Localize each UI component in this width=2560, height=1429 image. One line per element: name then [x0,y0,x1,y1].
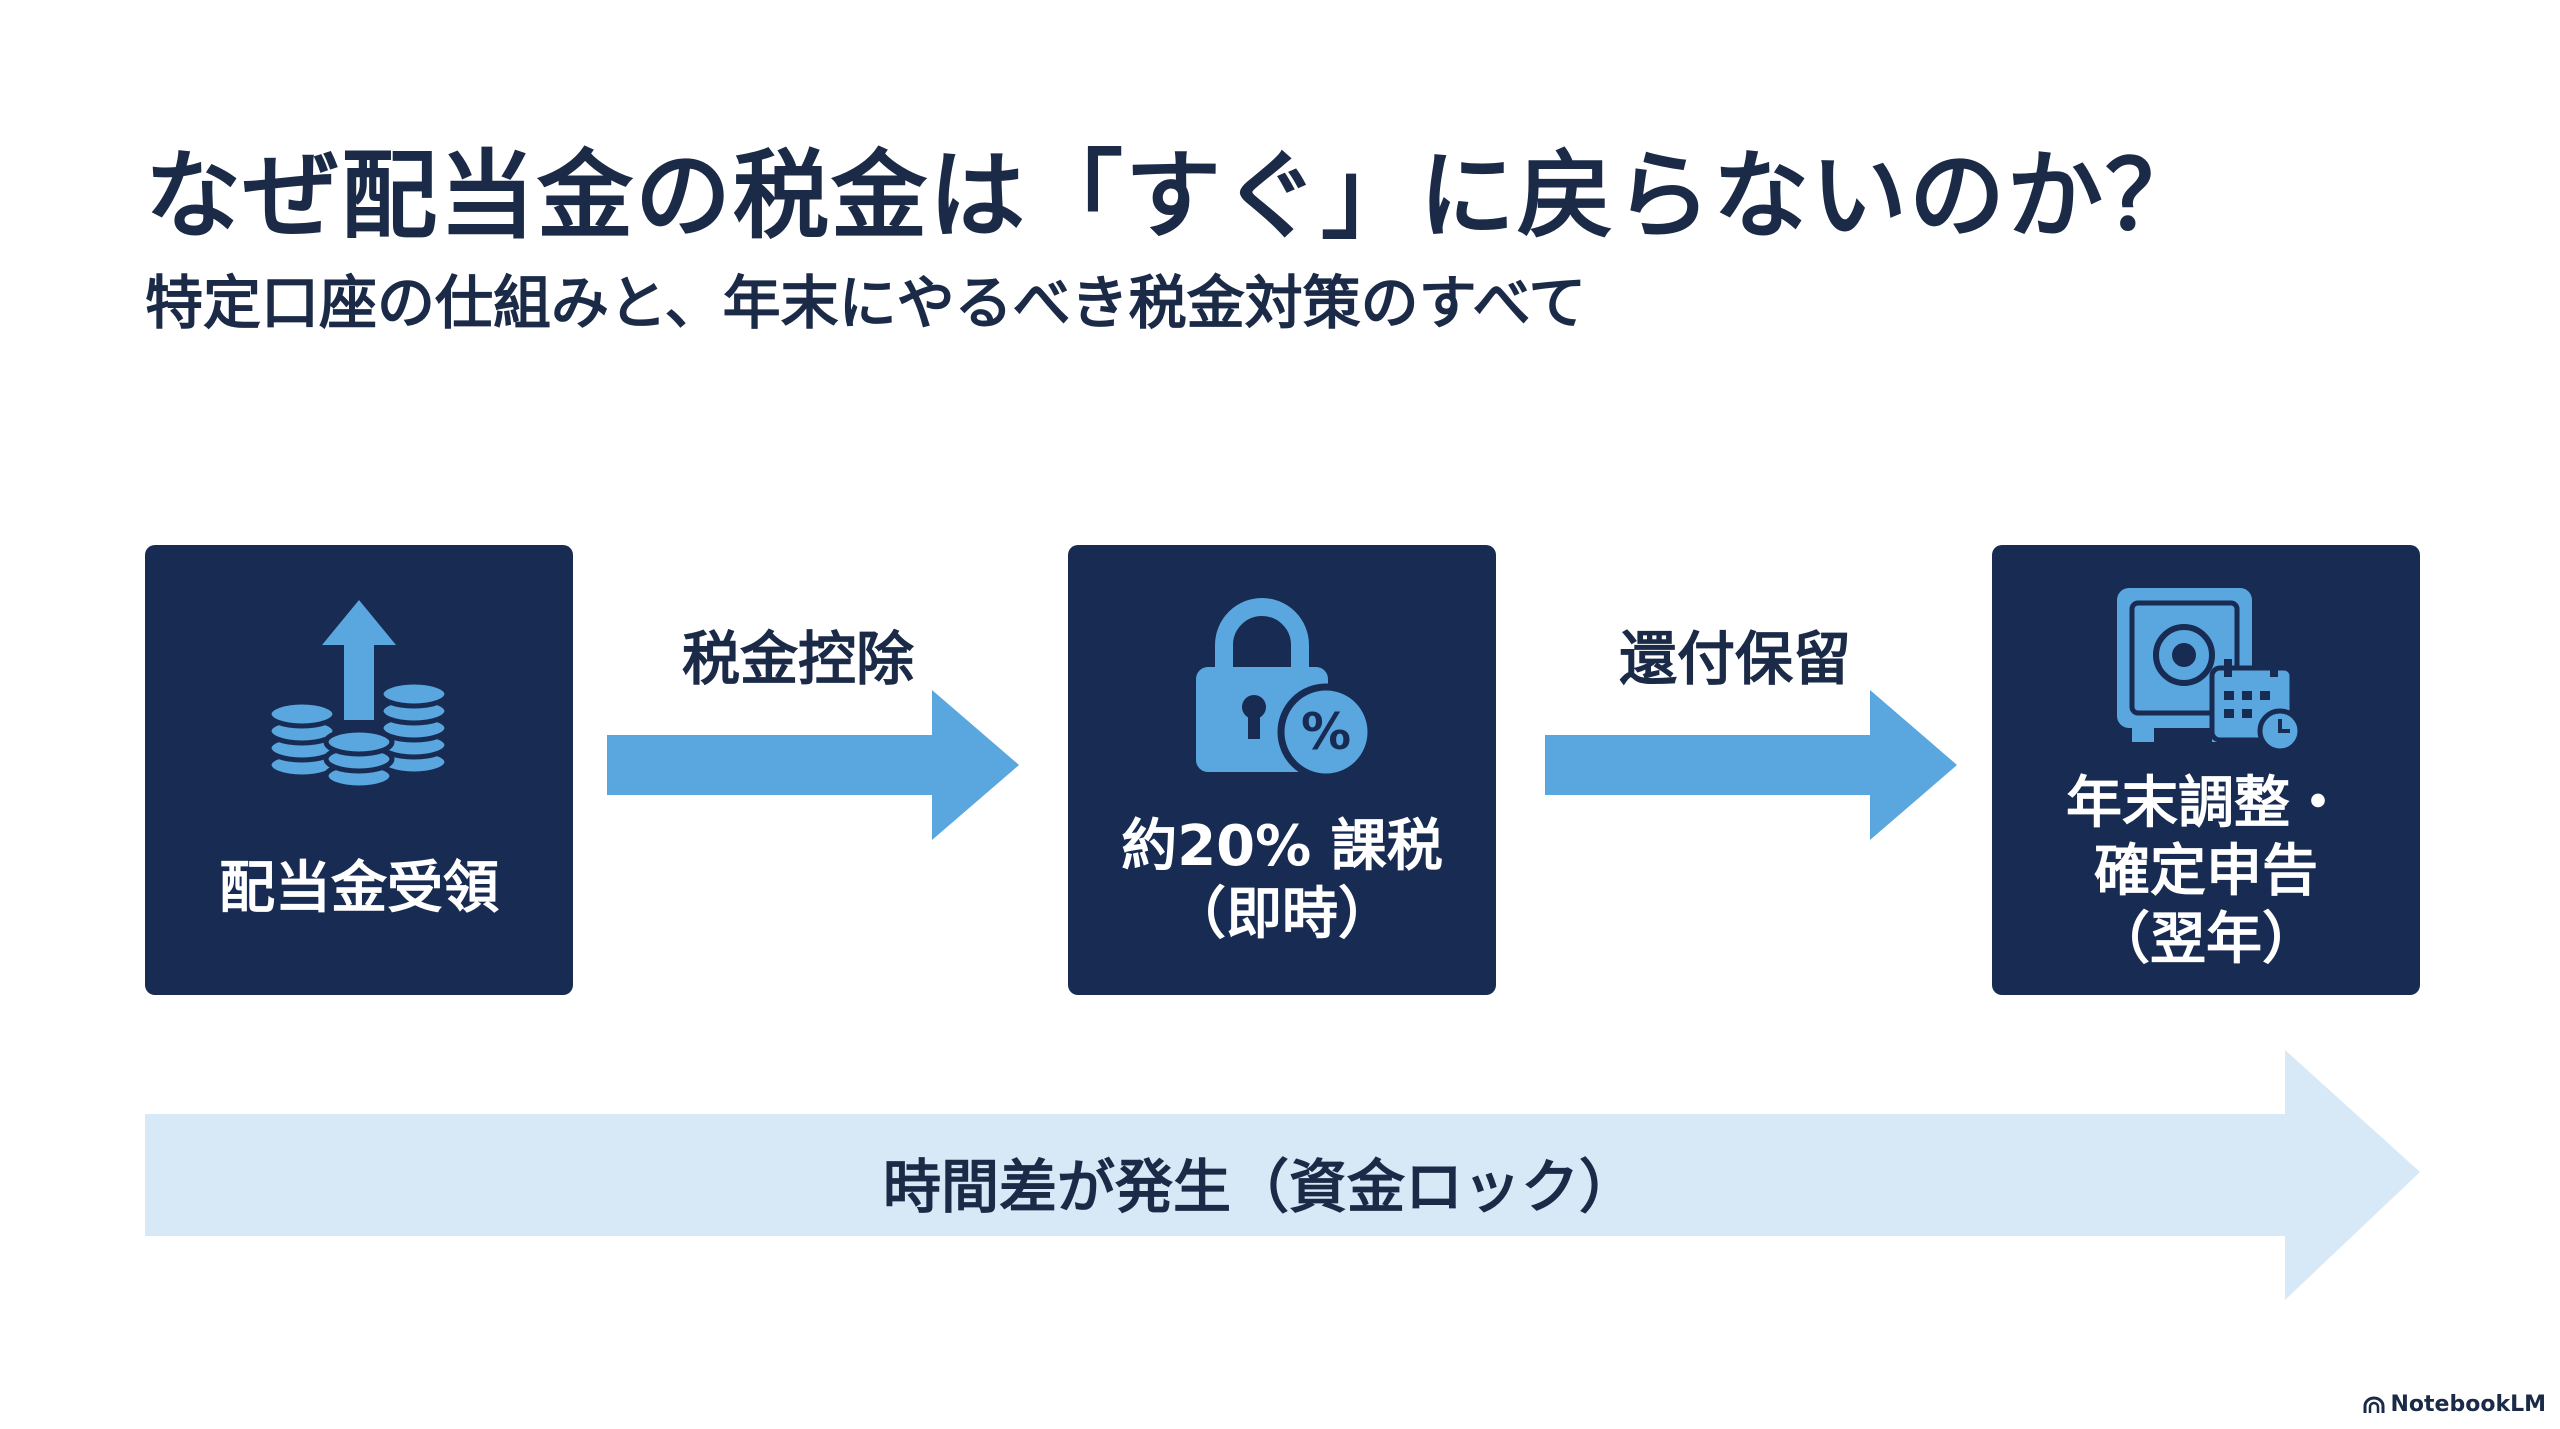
step-card-dividend-received: 配当金受領 [145,545,573,995]
arrow-label-refund-pending: 還付保留 [1618,625,1851,693]
arrow-label-tax-deduction: 税金控除 [681,625,914,693]
safe-calendar-icon [2117,588,2302,754]
page-subtitle: 特定口座の仕組みと、年末にやるべき税金対策のすべて [145,269,1587,337]
svg-text:%: % [1301,703,1351,761]
step-label: 配当金受領 [219,856,499,921]
coins-up-arrow-icon [267,600,450,790]
timeline-label: 時間差が発生（資金ロック） [882,1153,1637,1221]
step-label: 年末調整・ 確定申告 （翌年） [2066,771,2346,972]
brand-name: NotebookLM [2390,1392,2546,1417]
step-card-year-end-adjustment: 年末調整・ 確定申告 （翌年） [1992,545,2420,995]
flow-arrow-icon [607,690,1019,840]
lock-percent-icon: % [1196,598,1371,777]
flow-arrow-icon [1545,690,1957,840]
step-card-tax-withheld: % 約20% 課税 （即時） [1068,545,1496,995]
notebooklm-logo-icon [2363,1396,2385,1413]
step-label: 約20% 課税 （即時） [1121,814,1443,947]
page-title: なぜ配当金の税金は「すぐ」に戻らないのか？ [145,140,2203,252]
notebooklm-watermark: NotebookLM [2363,1392,2546,1417]
timeline-arrow-icon [145,1050,2420,1300]
